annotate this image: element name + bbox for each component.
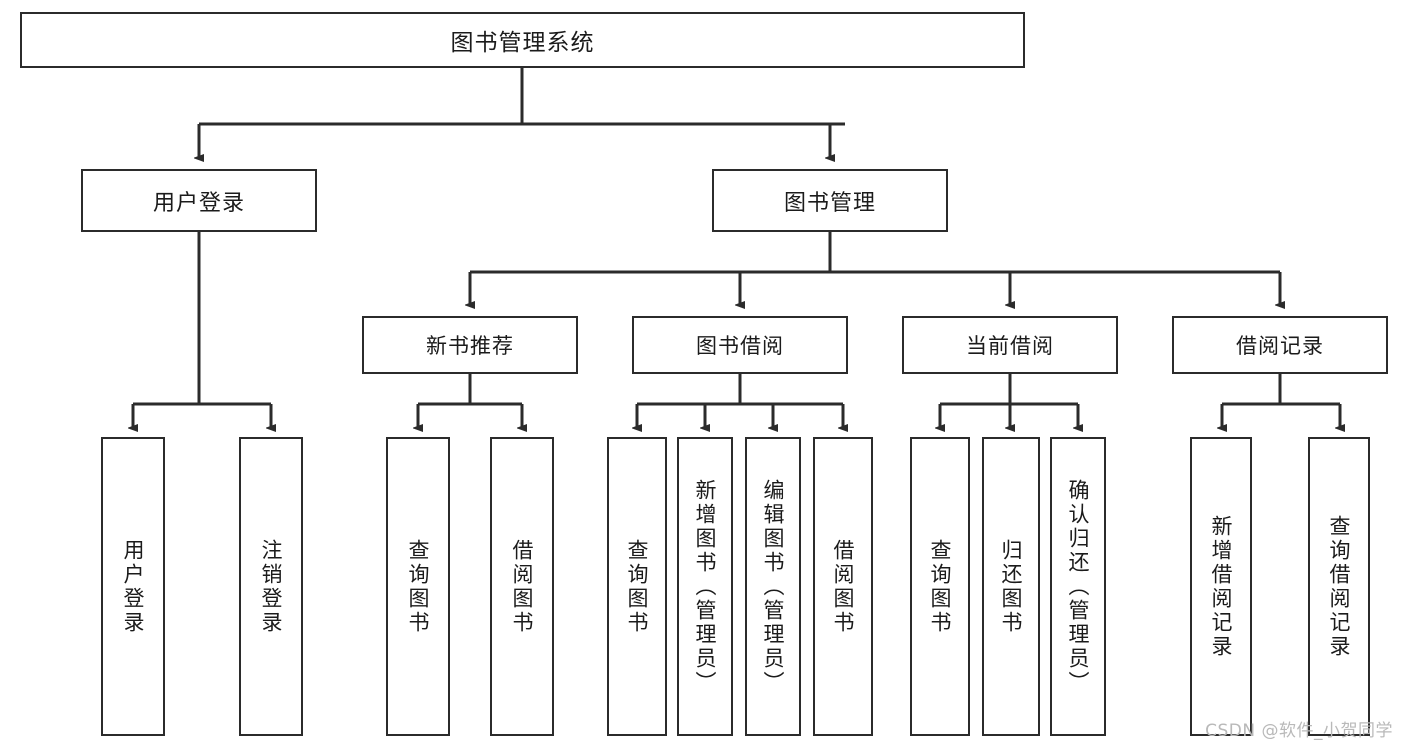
leaf-borrow-add-book-label: 新增图书（管理员） bbox=[693, 478, 718, 695]
node-book-borrow[interactable]: 图书借阅 bbox=[632, 316, 848, 374]
node-book-management[interactable]: 图书管理 bbox=[712, 169, 948, 232]
watermark: CSDN @软件_小贺同学 bbox=[1205, 721, 1393, 741]
leaf-record-query-label: 查询借阅记录 bbox=[1327, 514, 1352, 659]
leaf-current-confirm-return-label: 确认归还（管理员） bbox=[1066, 478, 1091, 695]
node-current-borrow-label: 当前借阅 bbox=[966, 334, 1054, 358]
leaf-new-book-query[interactable]: 查询图书 bbox=[386, 437, 450, 736]
leaf-current-return-book-label: 归还图书 bbox=[999, 538, 1024, 635]
node-root-label: 图书管理系统 bbox=[450, 30, 595, 56]
leaf-user-login-signin[interactable]: 用户登录 bbox=[101, 437, 165, 736]
leaf-new-book-borrow[interactable]: 借阅图书 bbox=[490, 437, 554, 736]
node-book-management-label: 图书管理 bbox=[783, 190, 876, 216]
leaf-user-login-signin-label: 用户登录 bbox=[121, 538, 146, 635]
node-root[interactable]: 图书管理系统 bbox=[20, 12, 1025, 68]
node-new-book-recommend[interactable]: 新书推荐 bbox=[362, 316, 578, 374]
leaf-current-return-book[interactable]: 归还图书 bbox=[982, 437, 1040, 736]
leaf-new-book-borrow-label: 借阅图书 bbox=[510, 538, 535, 635]
node-borrow-record-label: 借阅记录 bbox=[1236, 334, 1324, 358]
leaf-borrow-borrow-book[interactable]: 借阅图书 bbox=[813, 437, 873, 736]
leaf-borrow-edit-book-label: 编辑图书（管理员） bbox=[761, 478, 786, 695]
leaf-current-confirm-return[interactable]: 确认归还（管理员） bbox=[1050, 437, 1106, 736]
leaf-current-query-book[interactable]: 查询图书 bbox=[910, 437, 970, 736]
node-new-book-recommend-label: 新书推荐 bbox=[426, 334, 514, 358]
leaf-borrow-borrow-book-label: 借阅图书 bbox=[831, 538, 856, 635]
leaf-record-add[interactable]: 新增借阅记录 bbox=[1190, 437, 1252, 736]
leaf-borrow-edit-book[interactable]: 编辑图书（管理员） bbox=[745, 437, 801, 736]
node-borrow-record[interactable]: 借阅记录 bbox=[1172, 316, 1388, 374]
leaf-current-query-book-label: 查询图书 bbox=[928, 538, 953, 635]
node-current-borrow[interactable]: 当前借阅 bbox=[902, 316, 1118, 374]
leaf-user-login-signout[interactable]: 注销登录 bbox=[239, 437, 303, 736]
node-user-login[interactable]: 用户登录 bbox=[81, 169, 317, 232]
leaf-user-login-signout-label: 注销登录 bbox=[259, 538, 284, 635]
leaf-record-add-label: 新增借阅记录 bbox=[1209, 514, 1234, 659]
node-book-borrow-label: 图书借阅 bbox=[696, 334, 784, 358]
leaf-borrow-query-book[interactable]: 查询图书 bbox=[607, 437, 667, 736]
node-user-login-label: 用户登录 bbox=[152, 190, 245, 216]
leaf-borrow-add-book[interactable]: 新增图书（管理员） bbox=[677, 437, 733, 736]
leaf-record-query[interactable]: 查询借阅记录 bbox=[1308, 437, 1370, 736]
leaf-new-book-query-label: 查询图书 bbox=[406, 538, 431, 635]
leaf-borrow-query-book-label: 查询图书 bbox=[625, 538, 650, 635]
